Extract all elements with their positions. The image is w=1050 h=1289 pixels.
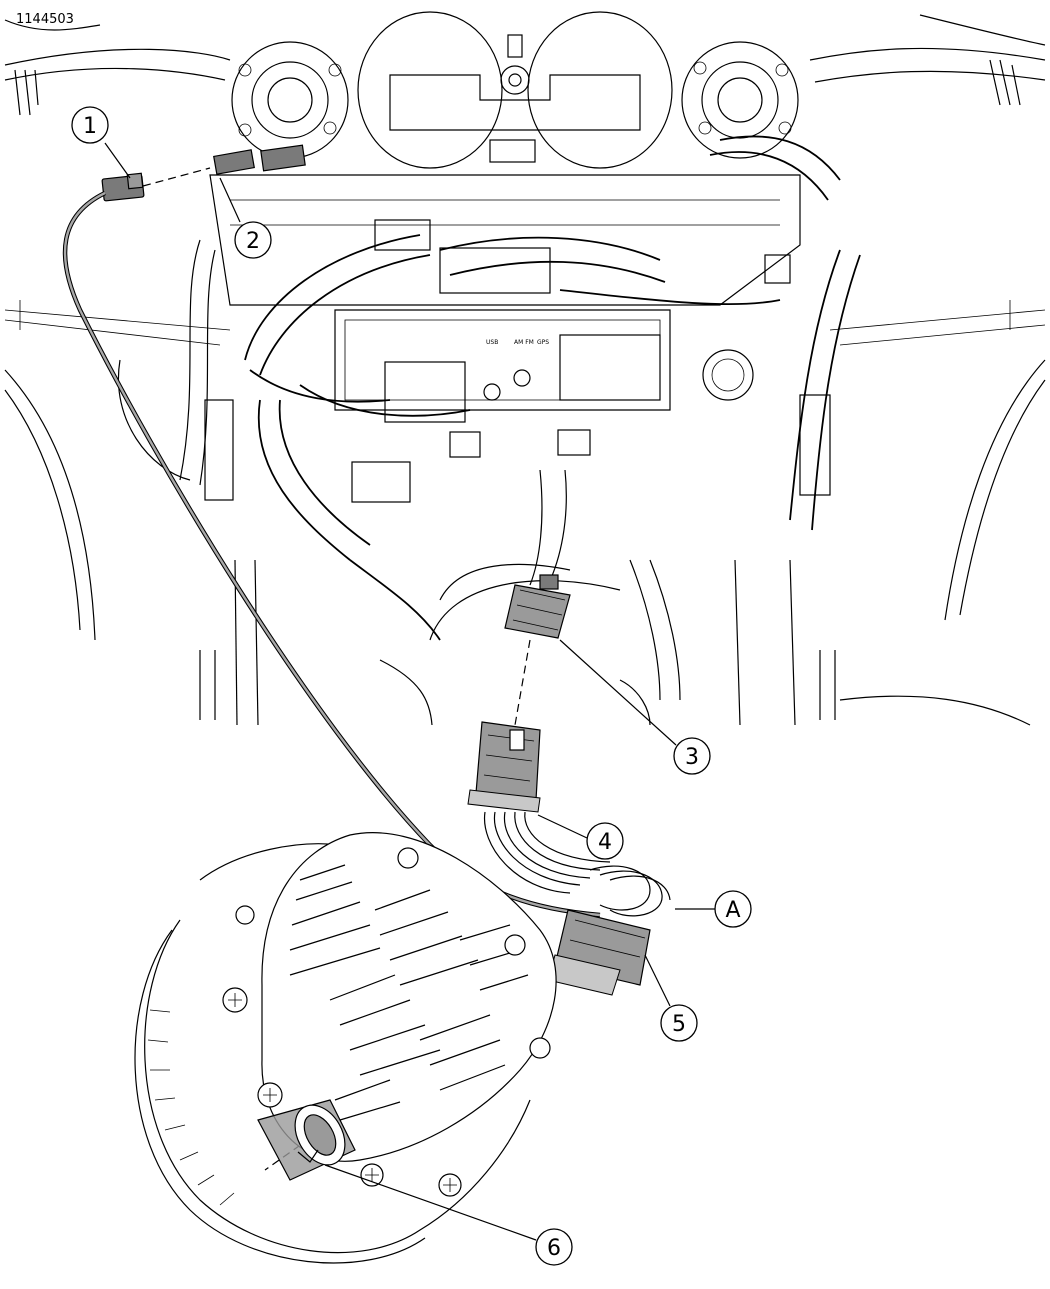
gps-label: GPS [537,339,549,346]
right-speaker [681,41,799,159]
radio-unit: USB AM FM GPS [209,174,801,503]
callout-A: A [675,890,752,928]
callout-4-label: 4 [598,830,612,855]
callout-3: 3 [559,639,711,775]
callout-6-label: 6 [547,1236,561,1261]
callout-6: 6 [324,1164,573,1266]
callout-1: 1 [71,106,131,179]
callout-4: 4 [537,814,624,860]
figure-id: 1144503 [16,12,74,27]
instrument-cluster [357,11,673,169]
usb-label: USB [486,339,498,346]
callout-2-label: 2 [246,229,260,254]
callout-A-label: A [725,898,740,923]
left-speaker [231,41,349,159]
upper-connectors [204,144,831,501]
am-fm-label: AM FM [514,339,534,346]
callout-5: 5 [644,954,698,1042]
connector-item-4 [467,721,611,894]
callout-2: 2 [219,177,272,259]
main-harness [117,135,1031,726]
wire-loops [589,865,671,917]
callout-3-label: 3 [685,745,699,770]
callout-5-label: 5 [672,1012,686,1037]
fairing-assembly [4,14,1046,641]
connector-item-1 [101,167,211,202]
connector-item-3 [504,574,571,726]
alternator [134,832,557,1264]
callout-1-label: 1 [83,114,97,139]
